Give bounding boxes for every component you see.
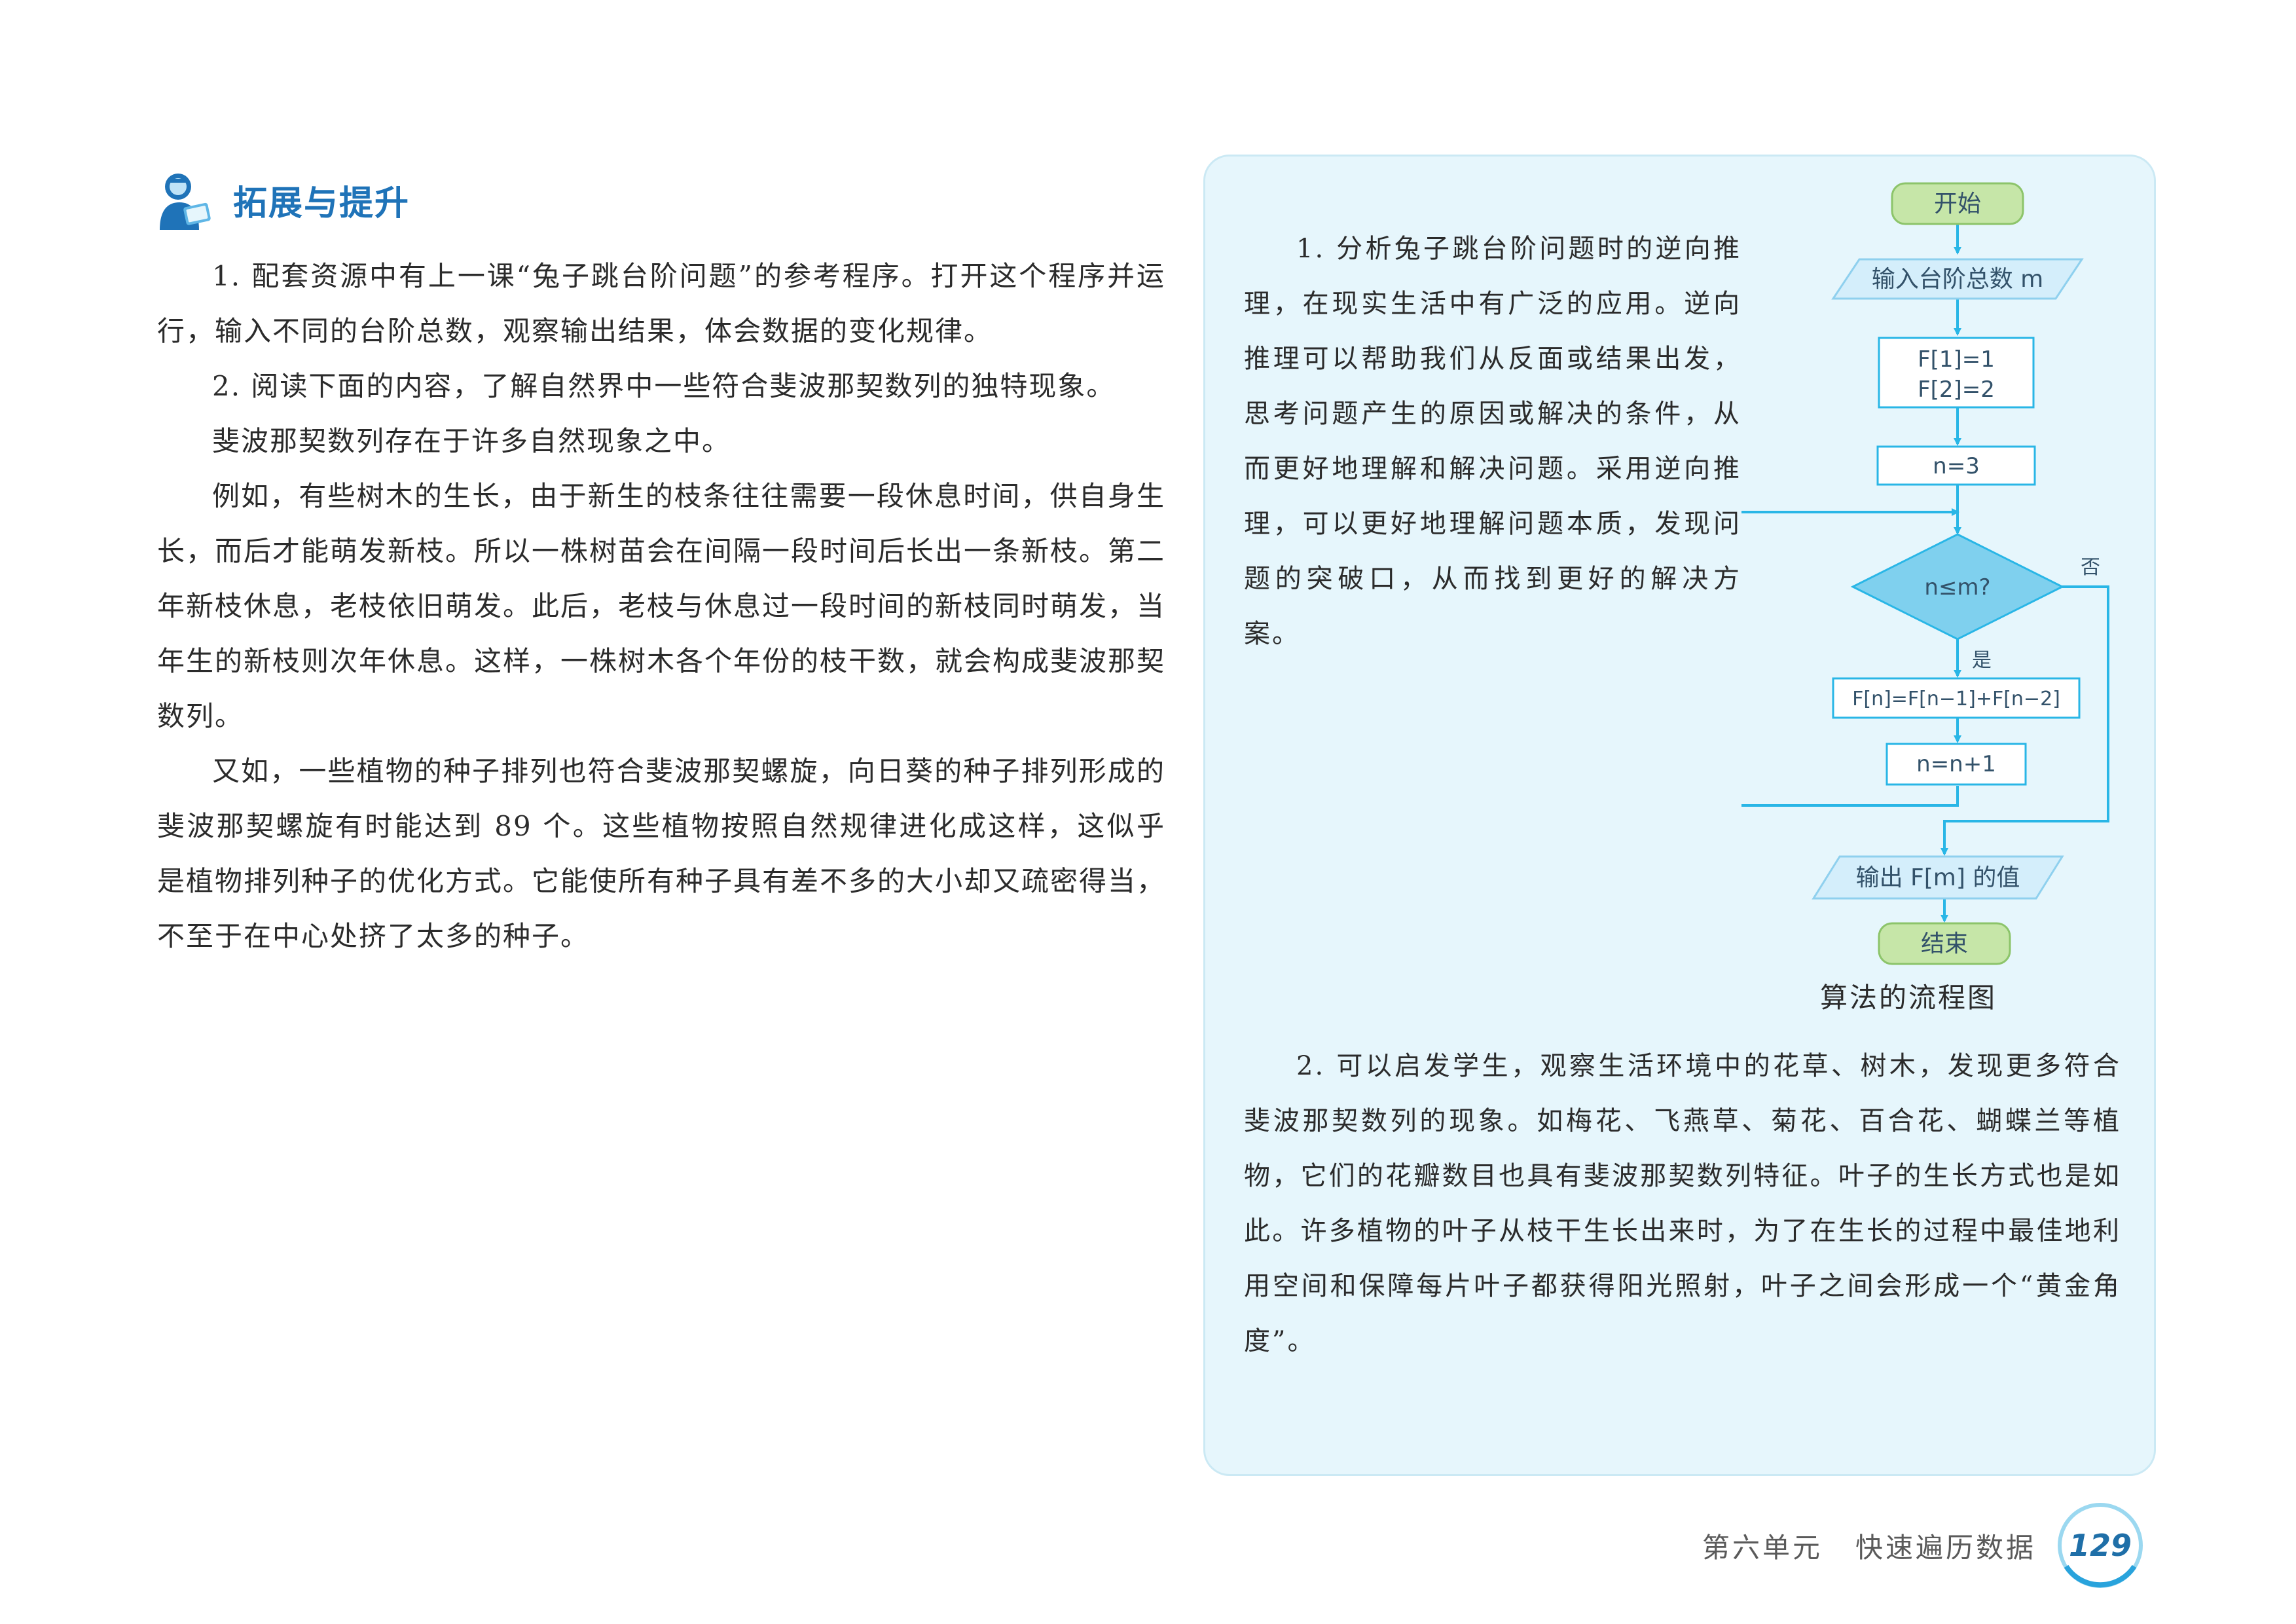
flow-yes-label: 是: [1972, 649, 1992, 672]
footer-title: 快速遍历数据: [1855, 1531, 2037, 1564]
flow-compute-label: F[n]=F[n−1]+F[n−2]: [1852, 688, 2060, 710]
flow-increment-label: n=n+1: [1916, 751, 1996, 777]
panel-text-1: 1. 分析兔子跳台阶问题时的逆向推理，在现实生活中有广泛的应用。逆向推理可以帮助…: [1244, 221, 1741, 661]
section-heading: 拓展与提升: [151, 164, 410, 236]
flow-input-label: 输入台阶总数 m: [1872, 266, 2044, 293]
flowchart-caption: 算法的流程图: [1820, 982, 1997, 1014]
flow-set-n-node: [1876, 445, 2036, 486]
flow-end-label: 结束: [1921, 931, 1968, 957]
flowchart-svg: 开始 输入台阶总数 m F[1]=1 F[2]=2 n=3 n≤m? 是 否 F…: [1734, 182, 2109, 965]
flow-start-node: [1891, 182, 2024, 225]
page-number-badge: 129: [2056, 1501, 2145, 1590]
panel-paragraph-1: 1. 分析兔子跳台阶问题时的逆向推理，在现实生活中有广泛的应用。逆向推理可以帮助…: [1244, 234, 1741, 649]
section-title: 拓展与提升: [233, 183, 410, 223]
page-badge-ring: [2058, 1503, 2143, 1588]
flow-no-label: 否: [2081, 556, 2100, 579]
footer-unit: 第六单元: [1702, 1531, 1823, 1564]
left-column: 1. 配套资源中有上一课“兔子跳台阶问题”的参考程序。打开这个程序并运行，输入不…: [157, 249, 1165, 964]
flow-increment-node: [1886, 743, 2027, 786]
flow-output-label: 输出 F[m] 的值: [1856, 864, 2020, 891]
panel-text-2: 2. 可以启发学生，观察生活环境中的花草、树木，发现更多符合斐波那契数列的现象。…: [1244, 1039, 2121, 1369]
flow-set-n-label: n=3: [1933, 453, 1980, 479]
flow-condition-node: [1850, 533, 2065, 640]
left-paragraph: 2. 阅读下面的内容，了解自然界中一些符合斐波那契数列的独特现象。: [212, 370, 1116, 402]
flow-start-label: 开始: [1934, 191, 1981, 217]
flow-output-node: [1812, 855, 2064, 900]
panel-paragraph-2: 2. 可以启发学生，观察生活环境中的花草、树木，发现更多符合斐波那契数列的现象。…: [1244, 1051, 2121, 1356]
flow-end-node: [1878, 922, 2011, 965]
flow-compute-node: [1832, 677, 2081, 719]
flow-condition-label: n≤m?: [1924, 574, 1990, 600]
left-paragraph: 斐波那契数列存在于许多自然现象之中。: [212, 425, 731, 457]
left-paragraph: 1. 配套资源中有上一课“兔子跳台阶问题”的参考程序。打开这个程序并运行，输入不…: [157, 260, 1165, 347]
page-footer: 第六单元 快速遍历数据 129: [1702, 1503, 2145, 1588]
flow-init-1: F[1]=1: [1918, 346, 1995, 373]
flow-init-2: F[2]=2: [1918, 377, 1995, 403]
flow-init-node: [1878, 337, 2035, 409]
student-reading-icon: [160, 174, 211, 230]
flow-input-node: [1831, 258, 2084, 300]
algorithm-flowchart: 开始 输入台阶总数 m F[1]=1 F[2]=2 n=3 n≤m? 是 否 F…: [1734, 170, 2134, 1035]
left-paragraph: 又如，一些植物的种子排列也符合斐波那契螺旋，向日葵的种子排列形成的斐波那契螺旋有…: [157, 755, 1166, 952]
page-number: 129: [2069, 1528, 2132, 1563]
left-paragraph: 例如，有些树木的生长，由于新生的枝条往往需要一段休息时间，供自身生长，而后才能萌…: [157, 480, 1166, 732]
